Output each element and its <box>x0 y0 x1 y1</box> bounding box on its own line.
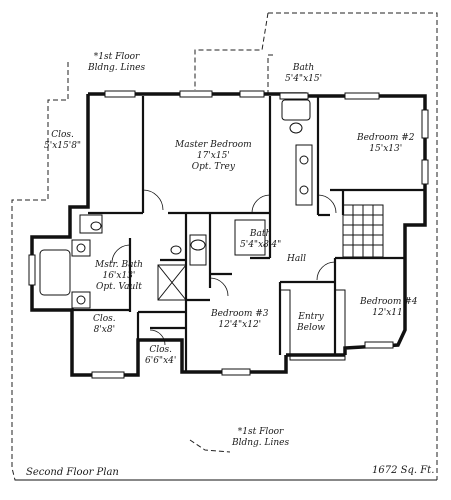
bottom-building-line-line2: Bldng. Lines <box>232 438 290 448</box>
room-name: Clos. <box>93 314 116 324</box>
room-extra: Below <box>297 323 325 333</box>
room-extra: Opt. Vault <box>96 282 142 292</box>
first-floor-building-lines <box>11 12 438 481</box>
room-closet-small: Clos. 6'6"x4' <box>145 345 176 367</box>
room-dimension: 5'4"x15' <box>285 74 323 84</box>
room-bath-mid: Bath 5'4"x8'4" <box>240 229 281 251</box>
windows <box>28 90 429 379</box>
room-name: Bath <box>292 63 315 73</box>
entry-outline <box>280 289 346 361</box>
room-name: Bedroom #4 <box>360 297 418 307</box>
room-closet-left: Clos. 5'x15'8" <box>44 130 81 152</box>
room-dimension: 12'x11' <box>372 308 406 318</box>
room-dimension: 16'x13' <box>102 271 136 281</box>
room-dimension: 17'x15' <box>196 151 230 161</box>
stairs <box>342 204 384 258</box>
room-dimension: 6'6"x4' <box>145 356 177 366</box>
room-bedroom-2: Bedroom #2 15'x13' <box>357 133 415 155</box>
bottom-building-line-line1: *1st Floor <box>237 427 284 437</box>
room-name: Bedroom #3 <box>211 309 269 319</box>
top-building-line-line1: *1st Floor <box>93 52 140 62</box>
door-swings <box>111 189 337 346</box>
bath-fixtures <box>39 99 313 309</box>
room-name: Master Bedroom <box>175 140 252 150</box>
room-master-bath: Mstr. Bath 16'x13' Opt. Vault <box>95 260 143 293</box>
bottom-building-line-note: *1st Floor Bldng. Lines <box>232 427 289 449</box>
room-bedroom-4: Bedroom #4 12'x11' <box>360 297 418 319</box>
room-bedroom-3: Bedroom #3 12'4"x12' <box>211 309 269 331</box>
room-name: Clos. <box>149 345 172 355</box>
top-building-line-note: *1st Floor Bldng. Lines <box>88 52 145 74</box>
room-name: Clos. <box>51 130 74 140</box>
room-name: Entry <box>298 312 324 322</box>
room-name: Bath <box>249 229 272 239</box>
room-dimension: 12'4"x12' <box>218 320 262 330</box>
room-name: Bedroom #2 <box>357 133 415 143</box>
room-closet-bath: Clos. 8'x8' <box>93 314 116 336</box>
room-entry: Entry Below <box>297 312 325 334</box>
room-hall: Hall <box>287 254 306 265</box>
room-extra: Opt. Trey <box>191 162 235 172</box>
room-bath-top: Bath 5'4"x15' <box>285 63 322 85</box>
plan-title: Second Floor Plan <box>26 467 119 478</box>
room-dimension: 5'4"x8'4" <box>240 240 282 250</box>
room-master-bedroom: Master Bedroom 17'x15' Opt. Trey <box>175 140 252 173</box>
room-dimension: 8'x8' <box>93 325 116 335</box>
room-name: Hall <box>287 254 306 264</box>
plan-area: 1672 Sq. Ft. <box>372 465 435 476</box>
room-name: Mstr. Bath <box>95 260 143 270</box>
top-building-line-line2: Bldng. Lines <box>88 63 146 73</box>
room-dimension: 15'x13' <box>369 144 403 154</box>
room-dimension: 5'x15'8" <box>44 141 82 151</box>
